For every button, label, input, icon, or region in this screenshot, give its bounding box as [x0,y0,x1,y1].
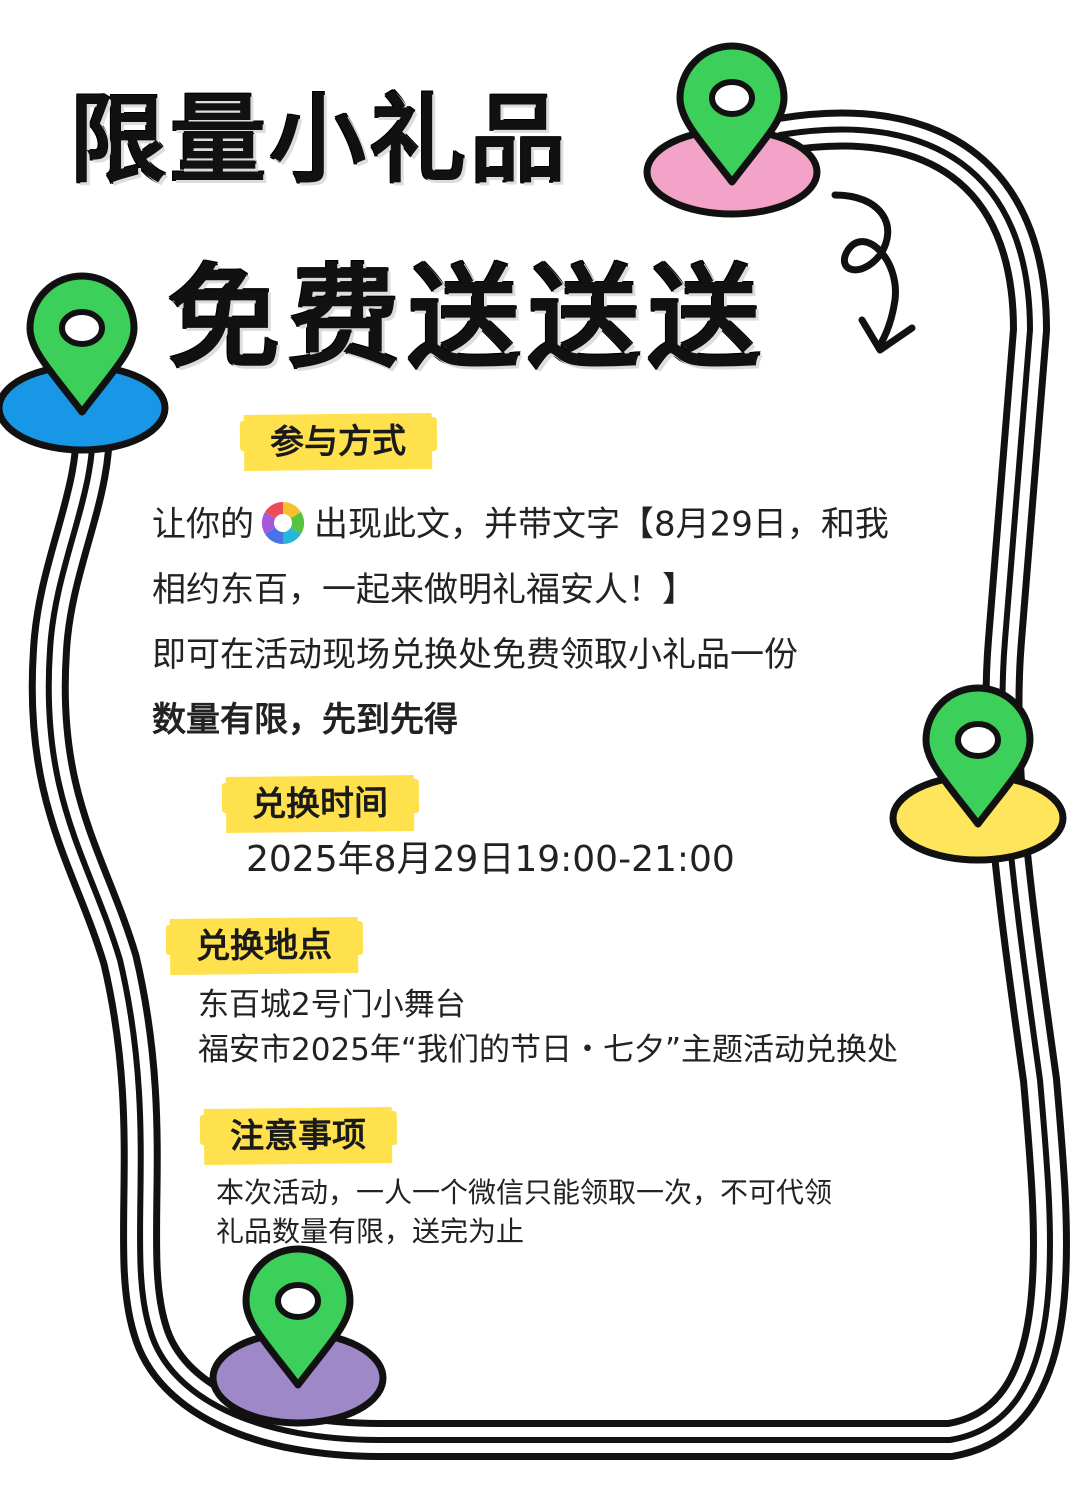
notes-line-2: 礼品数量有限，送完为止 [216,1215,525,1248]
participate-heading: 参与方式 [243,413,433,471]
place-line-1: 东百城2号门小舞台 [198,987,466,1023]
participate-line-1-before: 让你的 [152,504,254,545]
participate-line-4: 数量有限，先到先得 [152,700,458,740]
location-pin-icon [889,684,1067,864]
participate-line-3: 即可在活动现场兑换处免费领取小礼品一份 [152,635,798,675]
place-line-2: 福安市2025年“我们的节日・七夕”主题活动兑换处 [198,1032,899,1068]
title-line-1: 限量小礼品 [70,84,570,196]
curly-arrow-icon [831,191,899,349]
notes-line-1: 本次活动，一人一个微信只能领取一次，不可代领 [216,1176,833,1209]
title-line-2: 免费送送送 [168,254,768,384]
time-heading: 兑换时间 [225,775,415,833]
participate-line-2: 相约东百，一起来做明礼福安人！】 [152,570,696,610]
location-pin-icon [0,272,169,454]
participate-line-1-after: 出现此文，并带文字【8月29日，和我 [314,504,889,545]
location-pin-icon [643,42,821,218]
location-pin-icon [209,1245,387,1427]
road-center [45,126,1053,1443]
time-value: 2025年8月29日19:00-21:00 [246,839,735,880]
participate-line-1: 让你的 出现此文，并带文字【8月29日，和我 [152,500,889,552]
moments-camera-icon [261,501,305,545]
notes-heading: 注意事项 [203,1107,393,1165]
place-heading: 兑换地点 [169,917,359,975]
